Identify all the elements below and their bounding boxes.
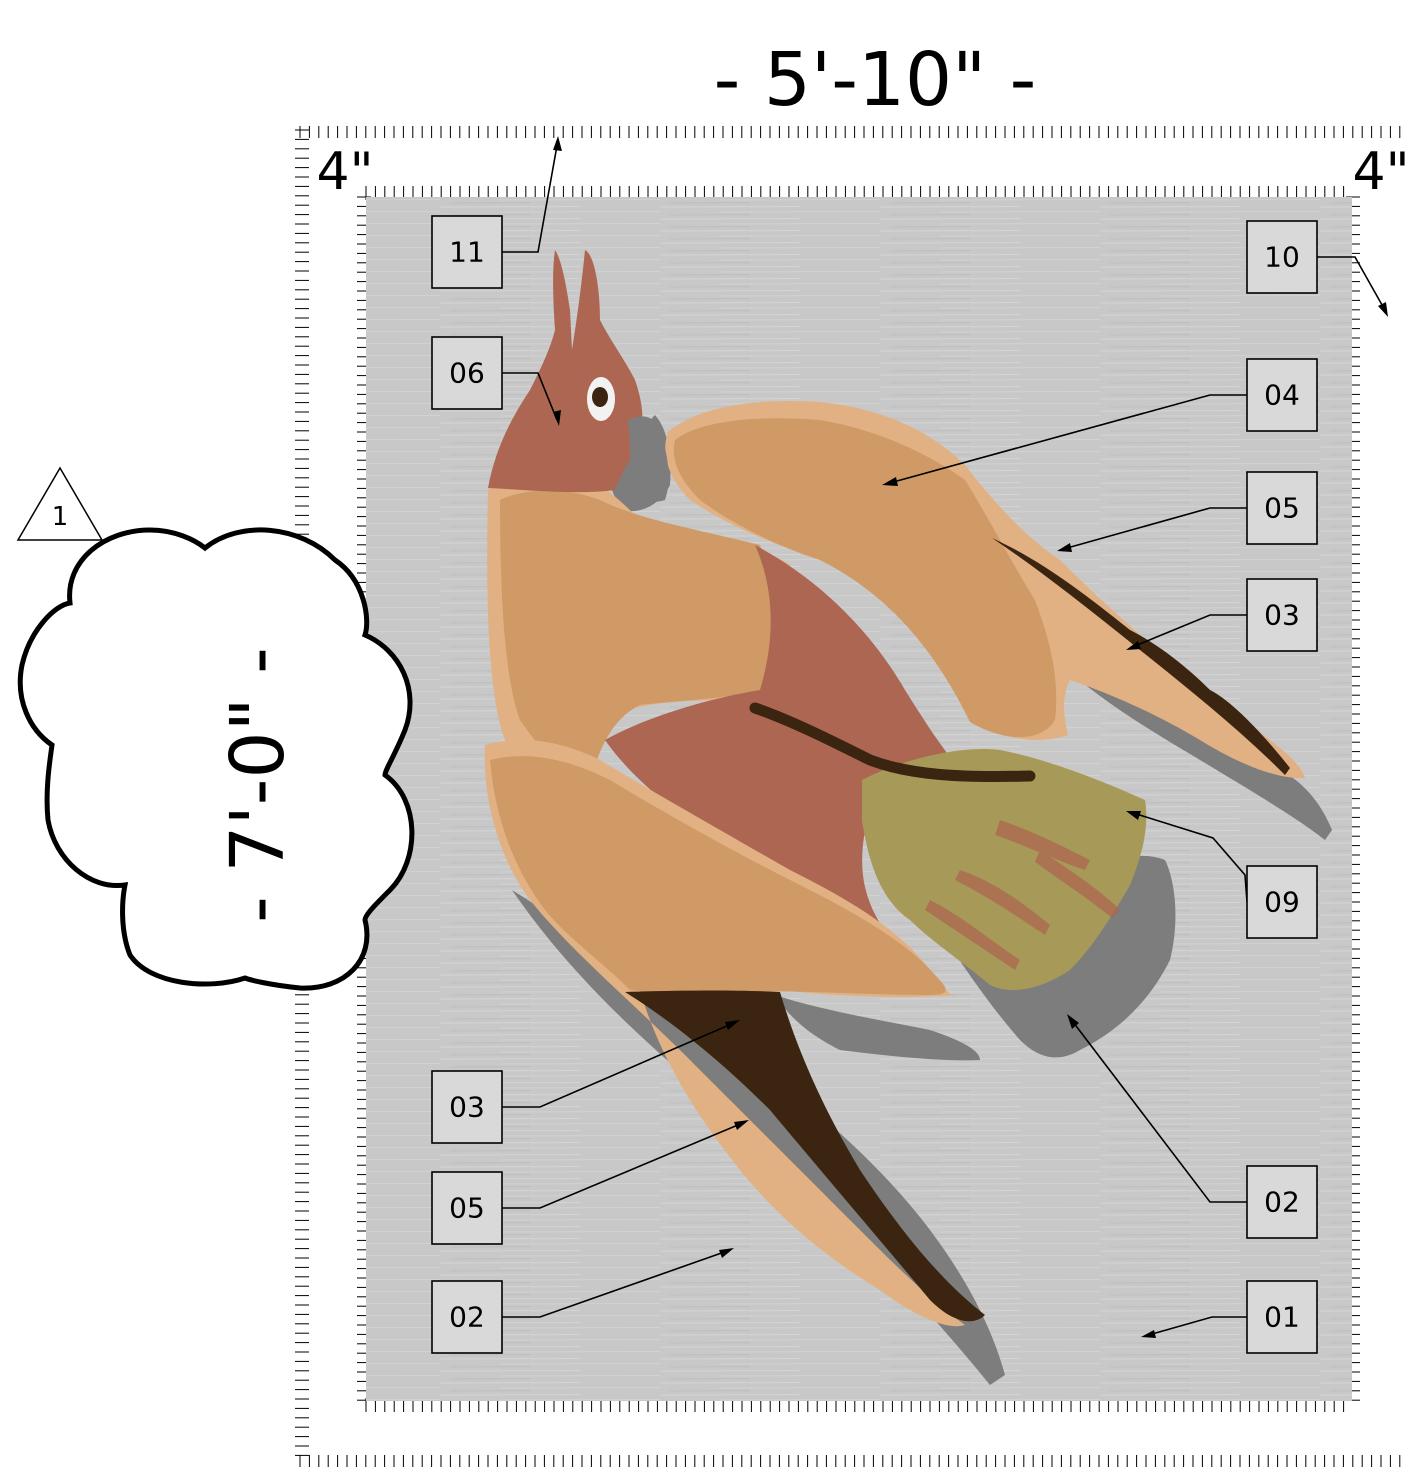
border-left-dimension: 4" [316, 142, 373, 202]
revision-cloud [17, 527, 415, 991]
callout-label-10: 10 [1264, 241, 1300, 274]
callout-label-01: 01 [1264, 1301, 1300, 1334]
leader-05-bottom [502, 1121, 746, 1209]
callout-box-02-right [1246, 1165, 1318, 1239]
arrowhead-10 [1378, 302, 1388, 317]
callout-05-bottom: 05 [431, 1120, 749, 1245]
callout-label-06: 06 [449, 357, 485, 390]
shadow-belly [775, 995, 980, 1061]
callout-02-left: 02 [431, 1248, 734, 1354]
border-right-dimension: 4" [1352, 142, 1409, 202]
chest-red [605, 545, 970, 960]
callout-label-05-top: 05 [1264, 492, 1300, 525]
callout-box-09 [1246, 865, 1318, 939]
bird-beak [628, 416, 669, 502]
leader-09 [1129, 811, 1248, 903]
callout-05-top: 05 [1057, 471, 1318, 552]
revision-number: 1 [52, 502, 69, 532]
callout-box-05-top [1246, 471, 1318, 545]
leader-02-left [502, 1249, 731, 1318]
width-dimension: - 5'-10" - [714, 37, 1037, 123]
leader-03-top [1129, 614, 1247, 649]
bird-eye-pupil [592, 387, 608, 407]
callout-02-right: 02 [1067, 1014, 1318, 1239]
arrowhead-02-left [719, 1248, 734, 1258]
arrowhead-06 [553, 410, 561, 426]
leader-01 [1144, 1316, 1247, 1337]
revision-triangle [16, 466, 104, 541]
callout-label-03-top: 03 [1264, 599, 1300, 632]
callout-label-09: 09 [1264, 886, 1300, 919]
arrowhead-11 [553, 136, 562, 151]
bird-leg [749, 702, 1036, 783]
callout-11: 11 [431, 136, 562, 289]
arrowhead-02-right [1067, 1014, 1079, 1029]
leader-11 [502, 139, 559, 253]
callout-10: 10 [1246, 220, 1388, 317]
leader-03-bottom [502, 1021, 737, 1108]
leader-10 [1317, 256, 1387, 313]
arrowhead-09 [1126, 811, 1141, 820]
callout-label-11: 11 [449, 236, 485, 269]
leader-04 [885, 394, 1247, 485]
callout-box-01 [1246, 1280, 1318, 1354]
callout-box-03-top [1246, 578, 1318, 652]
tail-olive [862, 749, 1147, 990]
head-red [488, 250, 643, 493]
callout-label-02-right: 02 [1264, 1186, 1300, 1219]
arrowhead-05-bottom [734, 1120, 749, 1130]
leader-06 [502, 372, 558, 421]
callout-04: 04 [882, 358, 1318, 486]
lower-wing-dark-feathers [625, 990, 985, 1322]
arrowhead-03-bottom [725, 1020, 740, 1030]
callout-label-04: 04 [1264, 379, 1300, 412]
callout-box-10 [1246, 220, 1318, 294]
callout-label-03-bottom: 03 [449, 1091, 485, 1124]
tail-red-streaks [925, 820, 1120, 970]
callout-box-03-bottom [431, 1070, 503, 1144]
callout-box-11 [431, 215, 503, 289]
upper-wing-main [673, 418, 1057, 738]
callout-label-05-bottom: 05 [449, 1192, 485, 1225]
lower-wing-main [490, 756, 946, 995]
callout-06: 06 [431, 336, 561, 426]
arrowhead-01 [1141, 1330, 1156, 1338]
callout-box-04 [1246, 358, 1318, 432]
callout-box-05-bottom [431, 1171, 503, 1245]
arrowhead-05-top [1057, 543, 1072, 552]
bird-figure [484, 250, 1332, 1385]
callout-label-02-left: 02 [449, 1301, 485, 1334]
callout-03-bottom: 03 [431, 1020, 740, 1144]
outer-ruler [295, 126, 1401, 1467]
leader-05-top [1059, 507, 1247, 551]
callout-01: 01 [1141, 1280, 1318, 1354]
leader-02-right [1069, 1017, 1247, 1203]
body-main [500, 490, 774, 780]
arrowhead-04 [882, 477, 898, 486]
arrowhead-03-top [1126, 641, 1141, 650]
callout-box-02-left [431, 1280, 503, 1354]
callout-box-06 [431, 336, 503, 410]
callout-03-top: 03 [1126, 578, 1318, 652]
callout-09: 09 [1126, 811, 1318, 939]
height-dimension: - 7'-0" - [215, 647, 301, 923]
